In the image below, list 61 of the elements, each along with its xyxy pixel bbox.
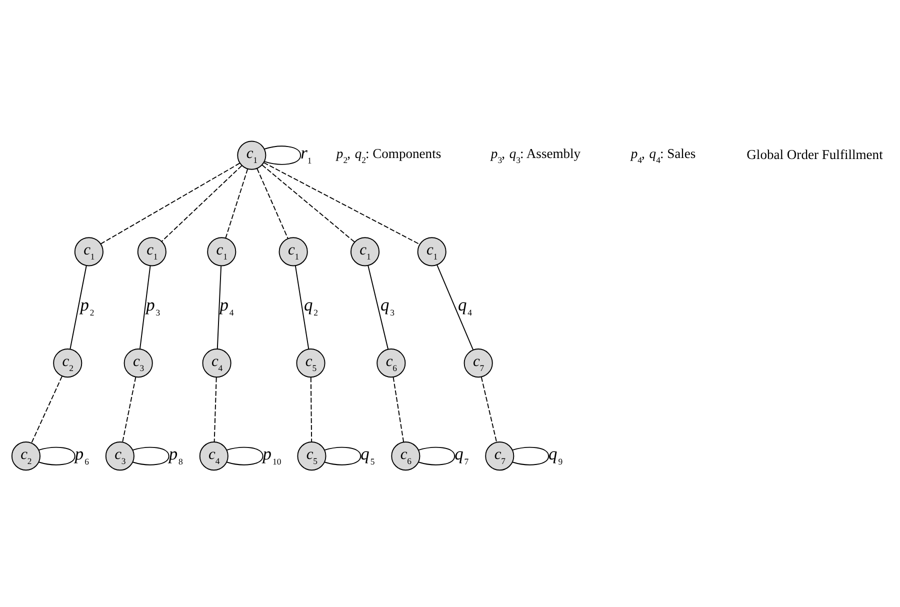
edge-label: q$_{9}$ xyxy=(548,442,563,466)
node-circle: c$_{5}$ xyxy=(296,348,326,378)
node-circle: c$_{1}$ xyxy=(417,236,446,266)
node-circle: c$_{6}$ xyxy=(376,348,406,378)
node-circle: c$_{1}$ xyxy=(137,236,166,266)
edge-label: q$_{4}$ xyxy=(458,294,472,318)
node-circle: c$_{3}$ xyxy=(105,441,134,470)
label: Global Order Fulfillment xyxy=(746,146,883,162)
connector xyxy=(161,164,242,242)
edge-label: q$_{3}$ xyxy=(380,294,395,318)
connector xyxy=(256,168,288,239)
connector xyxy=(38,446,76,465)
label: p$_{4}$, q$_{4}$: Sales xyxy=(630,145,696,164)
connector xyxy=(132,446,170,465)
node-circle: c$_{7}$ xyxy=(464,348,493,378)
connector xyxy=(264,145,302,164)
label: p$_{3}$, q$_{3}$: Assembly xyxy=(490,145,581,164)
edge-label: p$_{10}$ xyxy=(262,442,282,466)
node-circle: c$_{7}$ xyxy=(485,441,514,470)
node-circle: c$_{3}$ xyxy=(124,348,153,378)
connector xyxy=(294,264,310,350)
node-circle: c$_{5}$ xyxy=(297,441,326,470)
edge-label: q$_{7}$ xyxy=(454,442,469,466)
node-circle: c$_{1}$ xyxy=(237,140,266,170)
node-circle: c$_{1}$ xyxy=(278,236,308,266)
edge-label: p$_{8}$ xyxy=(168,442,183,466)
connector xyxy=(140,264,151,349)
edge-label: q$_{5}$ xyxy=(360,442,375,466)
edge-label: p$_{3}$ xyxy=(146,294,160,318)
connector xyxy=(226,446,264,465)
edge-label: p$_{4}$ xyxy=(220,294,234,318)
node-circle: c$_{1}$ xyxy=(207,236,236,266)
connector xyxy=(392,376,404,442)
connector xyxy=(310,376,312,442)
connector xyxy=(225,168,248,238)
edge-label: p$_{6}$ xyxy=(74,442,89,466)
node-circle: c$_{1}$ xyxy=(74,236,104,266)
connector xyxy=(436,264,474,350)
node-circle: c$_{4}$ xyxy=(199,441,228,470)
node-circle: c$_{4}$ xyxy=(202,348,232,378)
connector xyxy=(70,264,87,350)
edge-label: r$_{1}$ xyxy=(300,142,312,166)
connector xyxy=(100,162,240,244)
connector xyxy=(262,164,356,242)
connector xyxy=(263,162,420,244)
connector xyxy=(31,375,62,443)
connector xyxy=(480,376,498,442)
connector xyxy=(324,446,362,465)
node-circle: c$_{6}$ xyxy=(391,441,420,470)
connector xyxy=(214,376,217,442)
label: p$_{2}$, q$_{2}$: Components xyxy=(336,145,442,164)
connector xyxy=(512,446,550,465)
node-circle: c$_{2}$ xyxy=(53,348,82,378)
edge-label: p$_{2}$ xyxy=(80,294,94,318)
connector xyxy=(368,264,389,350)
node-circle: c$_{2}$ xyxy=(11,441,40,470)
edge-label: q$_{2}$ xyxy=(304,294,318,318)
node-circle: c$_{1}$ xyxy=(350,236,380,266)
connector xyxy=(418,446,456,465)
connector xyxy=(216,265,222,349)
connector xyxy=(122,376,136,442)
